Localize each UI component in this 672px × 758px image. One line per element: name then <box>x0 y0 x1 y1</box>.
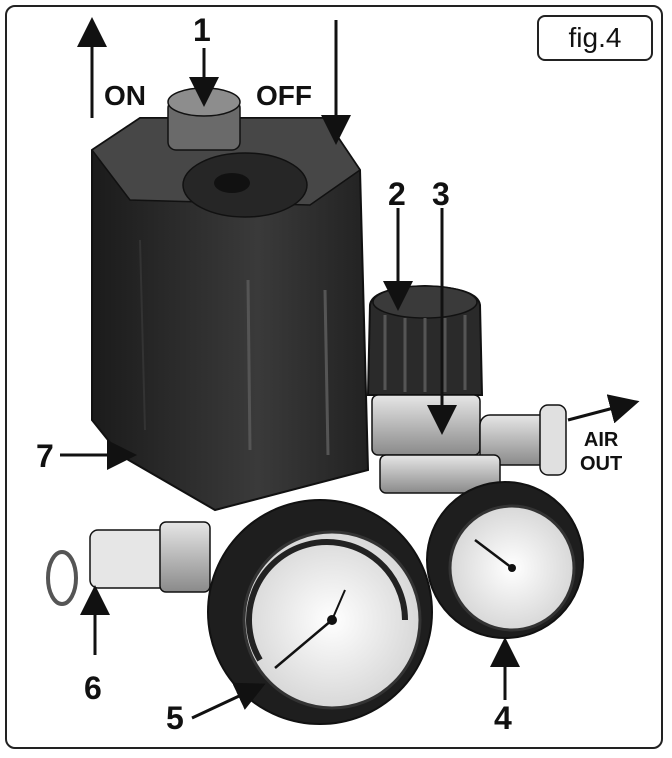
air-outlet-fitting <box>379 404 567 494</box>
callout-arrow-5 <box>191 682 266 720</box>
switch-housing <box>90 117 370 512</box>
regulator-knob <box>366 284 484 456</box>
callout-1: 1 <box>193 12 211 48</box>
air-out-arrow <box>567 394 640 424</box>
callout-4: 4 <box>494 700 512 736</box>
callout-6: 6 <box>84 670 102 706</box>
safety-valve <box>46 521 211 606</box>
callout-5: 5 <box>166 700 184 736</box>
tank-pressure-gauge <box>207 499 433 725</box>
callout-3: 3 <box>432 176 450 212</box>
callout-7: 7 <box>36 438 54 474</box>
air-out-label: AIR OUT <box>580 429 623 475</box>
outlet-pressure-gauge <box>426 481 584 639</box>
on-label: ON <box>104 80 146 111</box>
off-label: OFF <box>256 80 312 111</box>
callout-2: 2 <box>388 176 406 212</box>
on-off-knob <box>167 87 241 151</box>
figure-label: fig.4 <box>537 15 653 61</box>
